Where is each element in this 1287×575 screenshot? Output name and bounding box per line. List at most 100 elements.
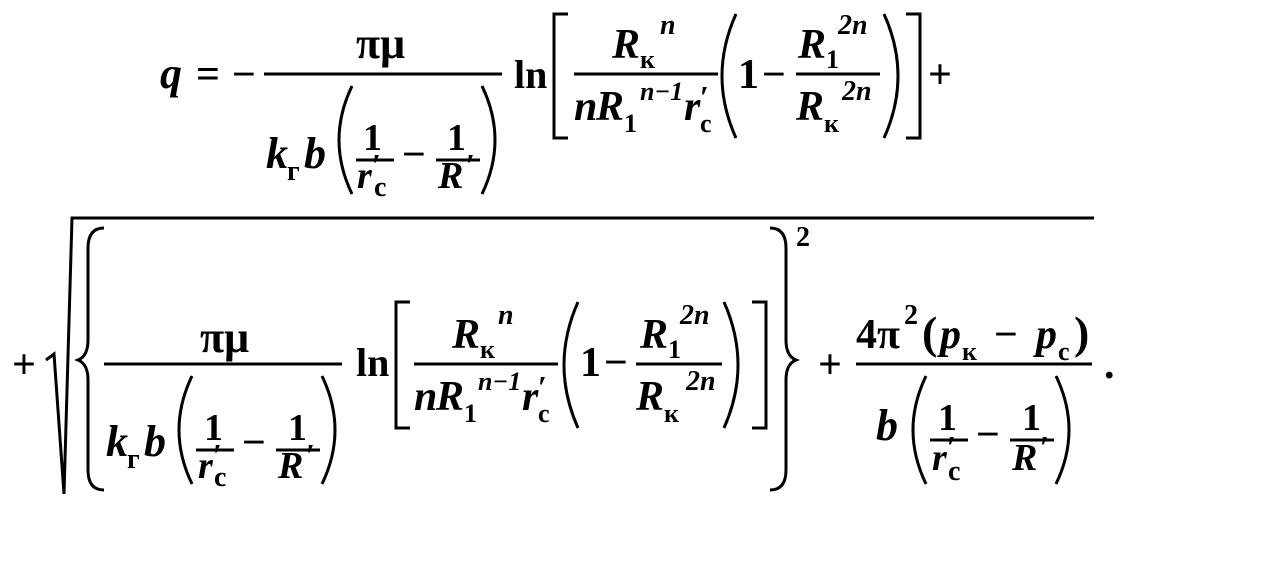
subscript-c: с [374, 172, 386, 203]
one-numerator: 1 [447, 117, 466, 159]
one-numerator: 1 [288, 407, 307, 449]
left-paren [177, 375, 194, 485]
variable-p: p [1033, 312, 1057, 358]
minus-sign: − [604, 340, 628, 386]
exponent-n: n [498, 300, 514, 331]
four-pi: 4π [856, 312, 900, 358]
variable-R: R [435, 374, 464, 420]
plus-sign: + [818, 342, 842, 388]
variable-q: q [160, 49, 182, 98]
prime-mark: ′ [306, 437, 315, 473]
variable-r: r [198, 445, 214, 487]
prime-mark: ′ [213, 437, 222, 473]
variable-r: r [932, 437, 948, 479]
subscript-k: к [664, 399, 679, 428]
variable-k: k [266, 129, 288, 178]
left-brace [73, 226, 105, 492]
prime-mark: ′ [947, 429, 956, 465]
subscript-1: 1 [464, 399, 477, 428]
subscript-g: г [287, 156, 300, 187]
variable-p: p [937, 312, 961, 358]
minus-sign: − [402, 132, 426, 178]
right-paren [1054, 375, 1071, 485]
pi-mu-numerator: πμ [356, 19, 405, 68]
exponent-n-minus-1: n−1 [640, 77, 683, 106]
subscript-1: 1 [826, 45, 839, 74]
exponent-2n: 2n [841, 76, 872, 107]
variable-R: R [639, 312, 668, 358]
subscript-c: с [214, 462, 226, 493]
variable-R: R [797, 22, 826, 68]
subscript-1: 1 [668, 335, 681, 364]
variable-b: b [144, 417, 166, 466]
one-numerator: 1 [204, 407, 223, 449]
variable-R: R [635, 374, 664, 420]
exponent-2n: 2n [679, 300, 710, 331]
right-bracket [752, 300, 768, 430]
subscript-c: с [1058, 337, 1070, 366]
ln-function: ln [356, 340, 389, 385]
exponent-n: n [660, 10, 676, 41]
right-bracket [906, 12, 922, 140]
square-root-sign [45, 216, 1094, 495]
one-numerator: 1 [1022, 397, 1041, 439]
variable-r: r [684, 84, 701, 130]
exponent-n-minus-1: n−1 [478, 367, 521, 396]
minus-sign: − [762, 52, 786, 98]
left-paren [562, 301, 580, 429]
left-paren [337, 85, 354, 195]
exponent-2: 2 [904, 300, 918, 331]
one-numerator: 1 [363, 117, 382, 159]
variable-r: r [522, 374, 539, 420]
plus-sign: + [12, 342, 36, 388]
exponent-2n: 2n [685, 366, 716, 397]
minus-sign: − [232, 52, 256, 98]
ln-function: ln [514, 52, 547, 97]
variable-n: n [574, 84, 597, 130]
prime-mark: ′ [538, 369, 547, 405]
variable-k: k [106, 417, 128, 466]
left-bracket [394, 300, 410, 430]
variable-R: R [795, 84, 824, 130]
left-paren: ( [922, 307, 937, 358]
variable-n: n [414, 374, 437, 420]
one-term: 1 [580, 340, 601, 386]
variable-r: r [357, 155, 373, 197]
minus-sign: − [994, 312, 1018, 358]
left-paren [720, 13, 738, 139]
right-brace [769, 226, 801, 492]
prime-mark: ′ [700, 79, 709, 115]
right-paren: ) [1074, 307, 1089, 358]
one-term: 1 [738, 52, 759, 98]
pi-mu-numerator: πμ [200, 313, 249, 362]
variable-R: R [1011, 437, 1037, 479]
right-paren [882, 13, 900, 139]
left-bracket [552, 12, 568, 140]
one-numerator: 1 [938, 397, 957, 439]
prime-mark: ′ [466, 147, 475, 183]
prime-mark: ′ [1040, 429, 1049, 465]
minus-sign: − [976, 412, 1000, 458]
subscript-c: с [948, 456, 960, 487]
subscript-k: к [640, 45, 655, 74]
equals-sign: = [196, 52, 220, 98]
subscript-k: к [480, 335, 495, 364]
variable-R: R [611, 22, 640, 68]
plus-sign: + [928, 52, 952, 98]
subscript-g: г [127, 444, 140, 475]
variable-R: R [277, 445, 303, 487]
exponent-2n: 2n [837, 10, 868, 41]
subscript-c: с [538, 399, 550, 428]
right-paren [320, 375, 337, 485]
exponent-2: 2 [796, 222, 810, 253]
variable-R: R [451, 312, 480, 358]
subscript-k: к [962, 337, 977, 366]
variable-b: b [876, 401, 898, 450]
variable-R: R [437, 155, 463, 197]
formula-line-1: q = − πμ k г b 1 r ′ с − 1 R ′ ln R к n … [160, 10, 952, 203]
variable-b: b [304, 129, 326, 178]
minus-sign: − [242, 420, 266, 466]
prime-mark: ′ [372, 147, 381, 183]
period: . [1104, 342, 1115, 388]
